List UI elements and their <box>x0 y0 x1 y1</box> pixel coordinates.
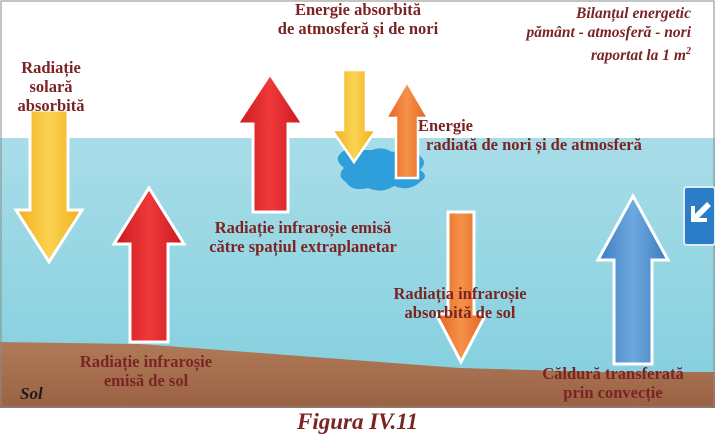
label-line: către spațiul extraplanetar <box>209 237 397 256</box>
label-line: Radiație infraroșie <box>79 352 213 371</box>
ir-space-arrow <box>234 71 306 214</box>
label-line: radiată de nori și de atmosferă <box>426 135 642 154</box>
cloud-radiated-arrow <box>383 79 431 180</box>
label-atm-absorbed: Energie absorbită de atmosferă și de nor… <box>252 0 464 38</box>
solar-absorbed-arrow <box>13 108 85 265</box>
label-line: absorbită <box>17 96 85 115</box>
title-line-3: raportat la 1 m2 <box>431 42 691 65</box>
label-convection: Căldură transferată prin convecție <box>518 364 708 402</box>
label-line: solară <box>29 77 73 96</box>
label-ground: Sol <box>20 384 43 403</box>
ground-absorbed-arrow <box>433 210 489 366</box>
diagram-title: Bilanțul energetic pământ - atmosferă - … <box>431 4 691 65</box>
title-line-1: Bilanțul energetic <box>576 5 691 22</box>
figure-caption: Figura IV.11 <box>296 409 419 434</box>
label-line: Energie <box>418 116 473 135</box>
label-line: Energie absorbită <box>294 0 422 19</box>
label-line: Radiație <box>21 58 81 77</box>
label-line: de atmosferă și de nori <box>277 19 439 38</box>
convection-arrow <box>595 192 671 366</box>
label-line: emisă de sol <box>103 371 189 390</box>
label-ground-emitted: Radiație infraroșie emisă de sol <box>56 352 236 390</box>
label-solar-absorbed: Radiație solară absorbită <box>8 58 94 115</box>
title-superscript: 2 <box>686 46 691 57</box>
label-cloud-radiated: Energie radiată de nori și de atmosferă <box>418 116 698 154</box>
label-line: prin convecție <box>563 383 663 402</box>
arrow-down-left-icon <box>683 186 715 246</box>
title-line-3-text: raportat la 1 m <box>590 47 686 65</box>
label-line: Căldură transferată <box>542 364 684 383</box>
label-line: absorbită de sol <box>404 303 516 322</box>
label-line: Radiație infraroșie emisă <box>214 218 392 237</box>
title-line-2: pământ - atmosferă - nori <box>526 24 691 41</box>
label-line: Radiația infraroșie <box>393 284 527 303</box>
nav-button[interactable] <box>683 186 715 246</box>
ground-ir-emitted-arrow <box>111 185 187 344</box>
atm-absorbed-arrow <box>329 68 379 165</box>
ground-layer <box>0 342 715 408</box>
label-ground-absorbed: Radiația infraroșie absorbită de sol <box>370 284 550 322</box>
label-ir-space: Radiație infraroșie emisă către spațiul … <box>180 218 426 256</box>
